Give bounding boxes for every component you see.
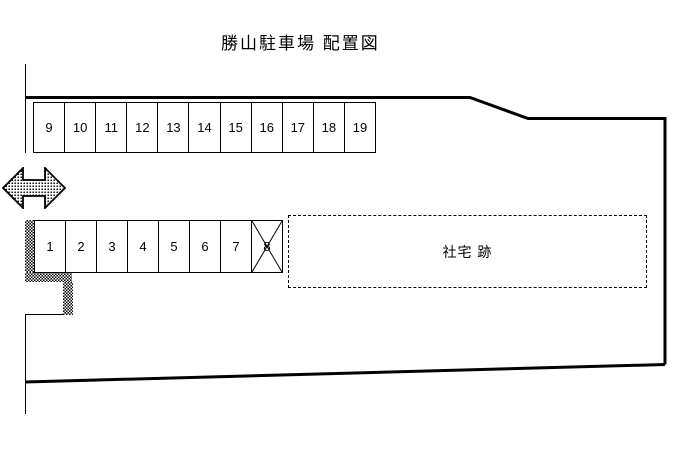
parking-space-9: 9: [45, 120, 53, 135]
top-right-boundary-line: [25, 96, 667, 365]
parking-space-14: 14: [188, 103, 219, 152]
parking-space-6: 6: [189, 221, 220, 272]
parking-space-8-crossed: 8: [251, 221, 282, 272]
parking-space-1: 1: [46, 239, 54, 254]
lower-parking-row: 1 2 3 4 5 6 7 8: [34, 220, 283, 273]
parking-space-18: 18: [312, 103, 344, 152]
parking-space-15: 15: [219, 103, 251, 152]
parking-space-5: 5: [158, 221, 189, 272]
upper-parking-row: 9 10 11 12 13 14 15 16 17 18 19: [33, 102, 376, 153]
hatched-wall-vertical: [25, 220, 34, 272]
former-housing-site-area: 社宅 跡: [288, 215, 647, 288]
parking-space-4: 4: [127, 221, 158, 272]
parking-space-13: 13: [157, 103, 188, 152]
x-cross-icon: [252, 221, 282, 272]
former-housing-site-label: 社宅 跡: [442, 243, 493, 260]
parking-space-10: 10: [64, 103, 95, 152]
parking-space-16: 16: [250, 103, 282, 152]
parking-space-17: 17: [281, 103, 313, 152]
parking-space-7: 7: [220, 221, 251, 272]
parking-space-12: 12: [126, 103, 157, 152]
hatched-wall-lower: [63, 282, 73, 315]
bottom-boundary-line: [24, 363, 666, 384]
hatched-wall-horizontal: [25, 272, 72, 282]
parking-space-3: 3: [96, 221, 127, 272]
parking-space-11: 11: [95, 103, 126, 152]
parking-space-2: 2: [65, 221, 96, 272]
double-arrow-icon: [2, 167, 66, 209]
page-title: 勝山駐車場 配置図: [221, 34, 380, 53]
lower-left-step-line: [25, 314, 72, 414]
double-arrow-shape: [2, 167, 66, 209]
parking-space-19: 19: [343, 103, 375, 152]
